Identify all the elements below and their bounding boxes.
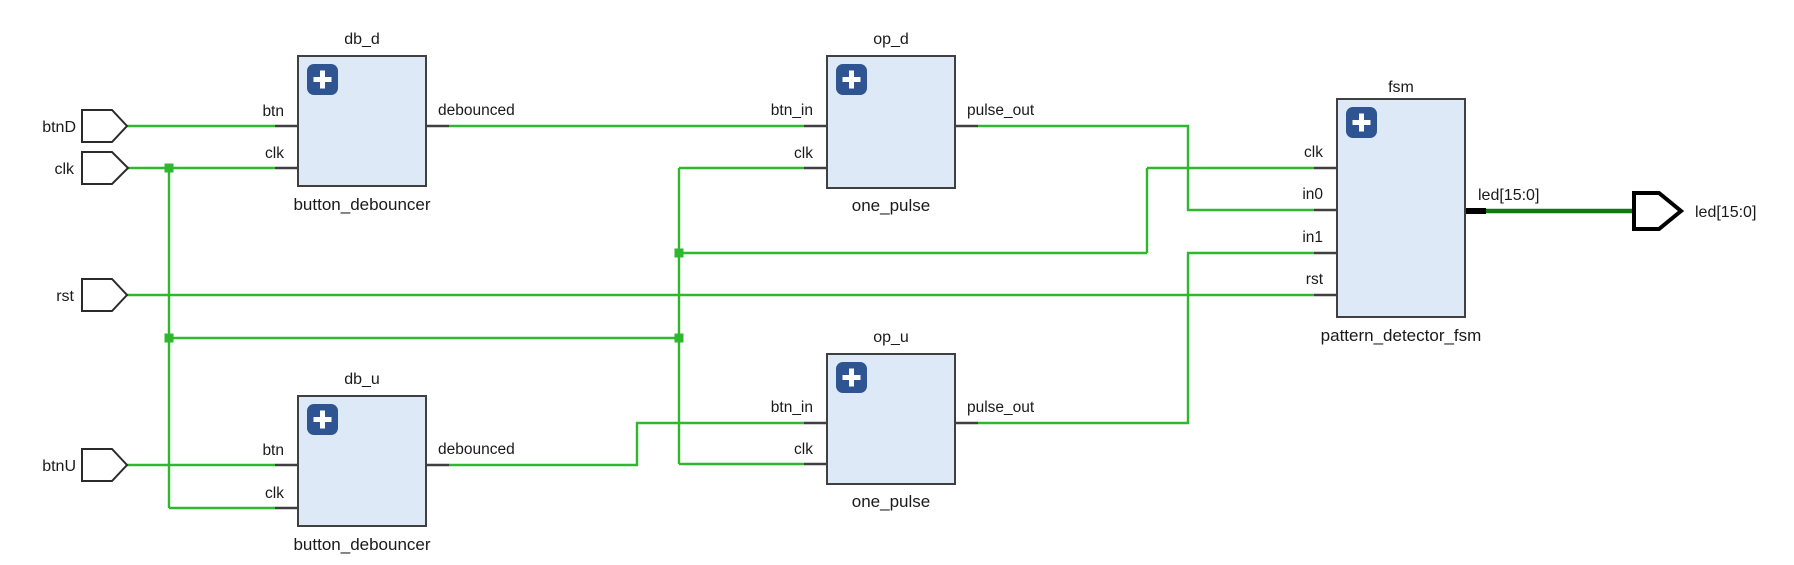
block-op_d[interactable]	[804, 55, 978, 189]
pin-label: in0	[1302, 186, 1323, 203]
net-clk[interactable]	[128, 163, 1314, 510]
pin-label: pulse_out	[967, 102, 1035, 119]
pin-label: clk	[1304, 144, 1323, 161]
input-port-rst[interactable]	[81, 278, 129, 312]
block-module-name: button_debouncer	[293, 195, 430, 214]
expand-icon[interactable]	[307, 64, 338, 95]
input-port-btnU[interactable]	[81, 448, 129, 482]
block-fsm[interactable]	[1314, 98, 1466, 318]
bus-wire-label: led[15:0]	[1478, 187, 1539, 204]
pin-label: clk	[794, 441, 813, 458]
block-db_u[interactable]	[275, 395, 449, 527]
junction-dot	[674, 248, 684, 258]
expand-icon[interactable]	[307, 404, 338, 435]
junction-dot	[164, 163, 174, 173]
input-port-label: btnD	[42, 119, 76, 136]
junction-dot	[674, 333, 684, 343]
net-pulse-out-d[interactable]	[978, 124, 1314, 212]
pin-label: clk	[265, 485, 284, 502]
pin-label: btn_in	[771, 102, 813, 119]
input-port-clk[interactable]	[81, 151, 130, 185]
pin-label: in1	[1302, 229, 1323, 246]
net-debounced-u[interactable]	[449, 421, 804, 467]
pin-label: clk	[794, 145, 813, 162]
block-module-name: one_pulse	[852, 196, 930, 215]
block-instance-name: db_d	[344, 31, 380, 48]
net-pulse-out-u[interactable]	[978, 251, 1314, 425]
expand-icon[interactable]	[836, 64, 867, 95]
input-port-label: clk	[54, 161, 75, 178]
pin-label: rst	[1306, 271, 1324, 288]
pin-label: btn	[262, 442, 284, 459]
block-db_d[interactable]	[275, 55, 449, 187]
pin-label: debounced	[438, 102, 515, 119]
block-instance-name: db_u	[344, 371, 380, 388]
block-module-name: button_debouncer	[293, 535, 430, 554]
pin-label: debounced	[438, 441, 515, 458]
junction-dot	[164, 333, 174, 343]
block-instance-name: op_d	[873, 31, 909, 48]
block-module-name: one_pulse	[852, 492, 930, 511]
input-port-label: rst	[56, 288, 74, 305]
expand-icon[interactable]	[836, 362, 867, 393]
input-port-btnD[interactable]	[81, 109, 129, 143]
output-port-led[interactable]	[1632, 191, 1685, 231]
block-instance-name: op_u	[873, 329, 909, 346]
pin-label: btn_in	[771, 399, 813, 416]
block-instance-name: fsm	[1388, 79, 1414, 96]
input-port-label: btnU	[42, 458, 76, 475]
expand-icon[interactable]	[1346, 107, 1377, 138]
block-op_u[interactable]	[804, 353, 978, 485]
pin-label: clk	[265, 145, 284, 162]
block-module-name: pattern_detector_fsm	[1321, 326, 1482, 345]
pin-label: pulse_out	[967, 399, 1035, 416]
pin-label: btn	[262, 103, 284, 120]
output-port-label: led[15:0]	[1695, 204, 1756, 221]
